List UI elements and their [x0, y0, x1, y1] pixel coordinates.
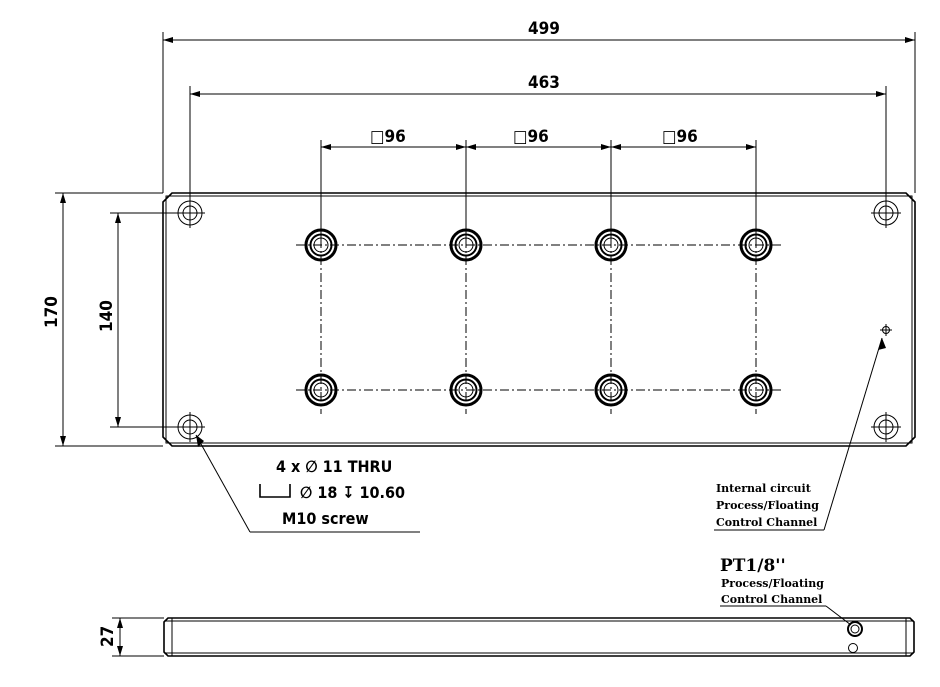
mounting-holes [175, 198, 901, 442]
mounting-hole [871, 198, 901, 228]
port-grid [304, 228, 773, 407]
side-view [163, 617, 915, 657]
mounting-hole [175, 412, 205, 442]
mounting-hole [175, 198, 205, 228]
dim-27-label: 27 [98, 626, 118, 647]
plate-inner-edge [165, 195, 913, 444]
port-hole [304, 373, 338, 407]
mounting-hole [871, 412, 901, 442]
port-hole [449, 228, 483, 262]
hole-callout-line3: M10 screw [282, 509, 369, 528]
port-thread-label: PT1/8'' [720, 556, 786, 576]
port-hole [449, 373, 483, 407]
port-hole [739, 373, 773, 407]
port-hole [739, 228, 773, 262]
internal-circuit-hole [880, 324, 892, 336]
port-hole [594, 228, 628, 262]
plate-outline [162, 192, 916, 447]
dimension-lines [60, 37, 915, 446]
dim-96-label-2: □96 [513, 127, 549, 147]
centerlines [296, 222, 782, 414]
dim-96-label-1: □96 [370, 127, 406, 147]
dim-170-label: 170 [42, 296, 62, 328]
internal-note-line1: Internal circuit [716, 482, 812, 495]
hole-callout-line1: 4 x ∅ 11 THRU [276, 457, 392, 476]
port-hole [594, 373, 628, 407]
hole-callout-line2: ∅ 18 ↧ 10.60 [300, 483, 405, 502]
leader-arrow [196, 435, 204, 447]
leader-arrow [878, 338, 886, 350]
counterbore-symbol [259, 484, 291, 498]
dim-96-label-3: □96 [662, 127, 698, 147]
extension-lines [55, 32, 916, 447]
leader-lines [195, 337, 883, 626]
side-port-fitting [847, 621, 863, 653]
port-note-line2: Control Channel [721, 593, 822, 606]
dim-140-label: 140 [97, 300, 117, 332]
internal-note-line2: Process/Floating [716, 499, 819, 512]
port-note-line1: Process/Floating [721, 577, 824, 590]
dim-463-label: 463 [528, 73, 560, 93]
port-hole [304, 228, 338, 262]
dim-499-label: 499 [528, 19, 560, 39]
internal-note-line3: Control Channel [716, 516, 817, 529]
